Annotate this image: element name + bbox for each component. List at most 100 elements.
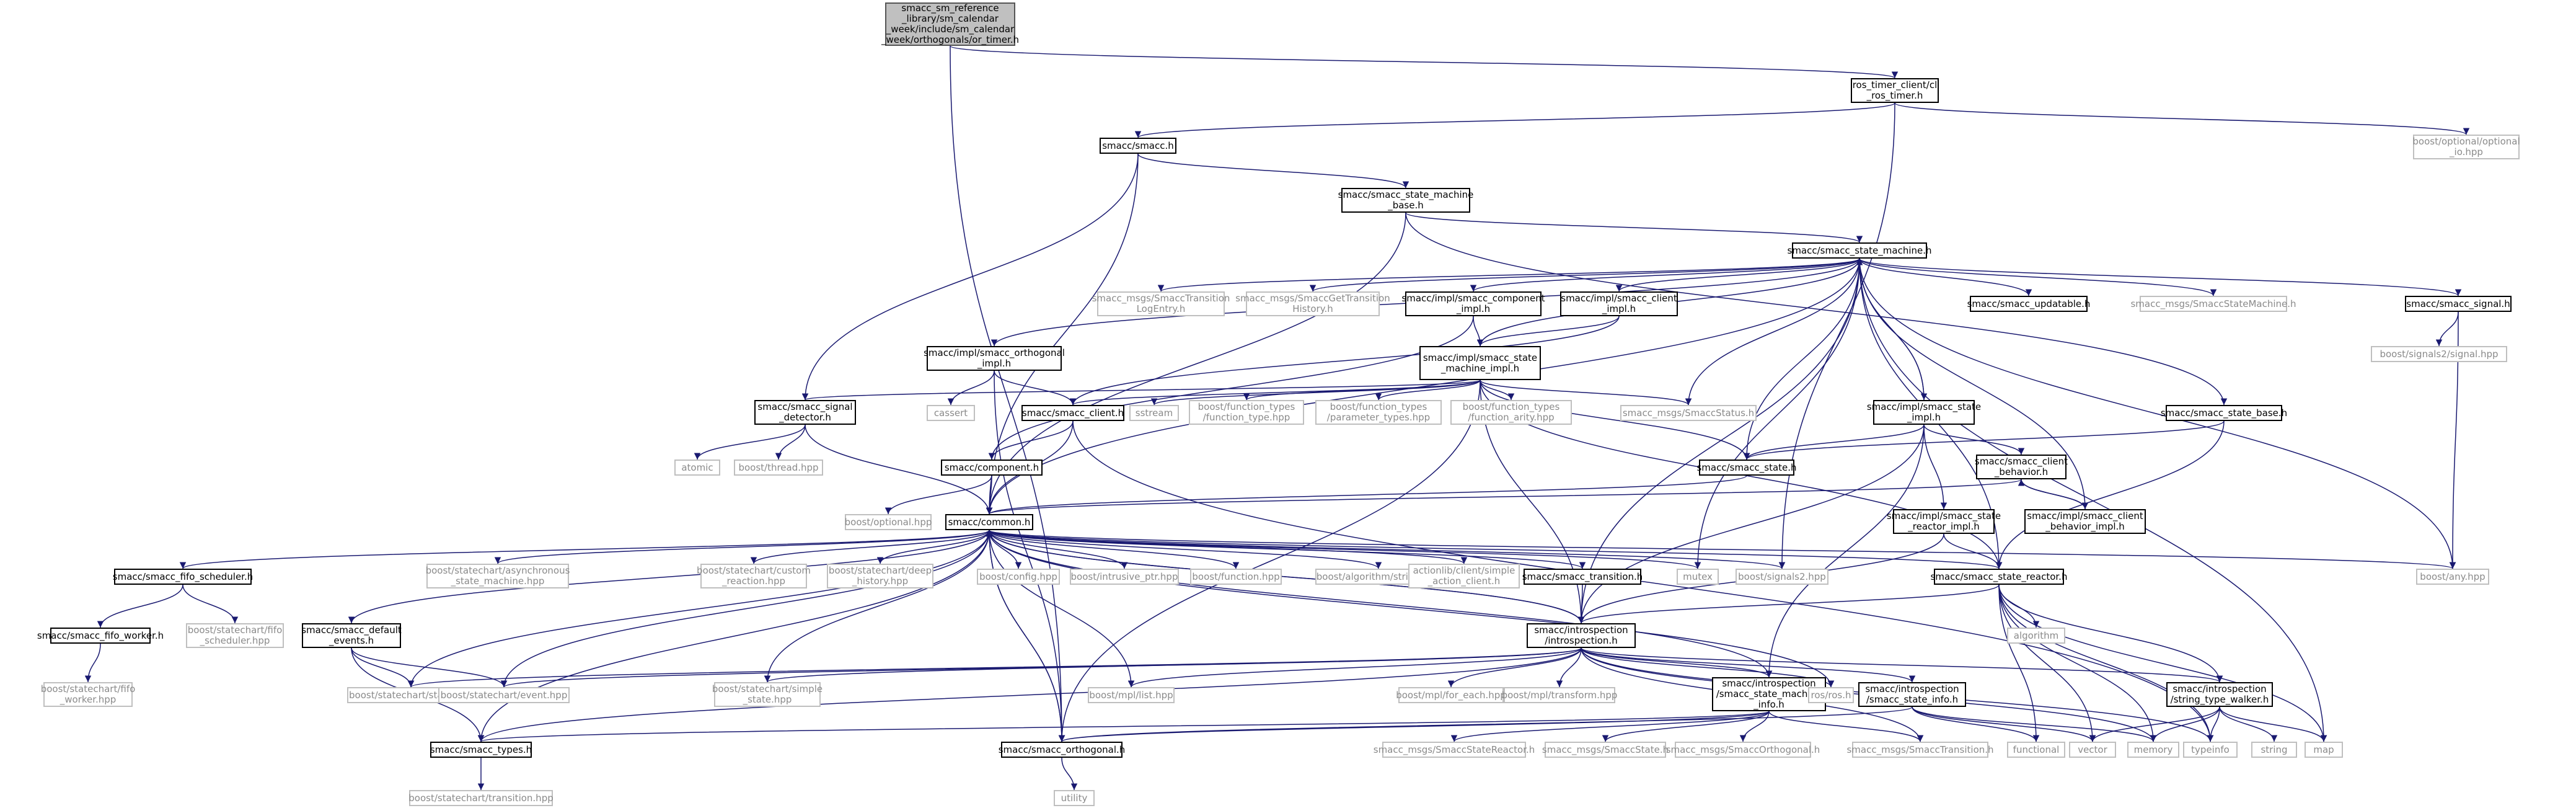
node-ros-timer-client[interactable]: ros_timer_client/cl _ros_timer.h [1851,78,1939,103]
node-client-h[interactable]: smacc/smacc_client.h [1021,405,1124,421]
node-get-transition-history[interactable]: smacc_msgs/SmaccGetTransition History.h [1235,291,1390,316]
node-map[interactable]: map [2305,742,2343,758]
edge-state_impl-to-client_behavior [1923,424,2025,455]
node-mpl-for-each[interactable]: boost/mpl/for_each.hpp [1396,687,1506,703]
edge-state_reactor-to-map [1998,584,2327,742]
node-orthogonal-impl[interactable]: smacc/impl/smacc_orthogonal _impl.h [924,346,1065,371]
node-algorithm[interactable]: algorithm [2007,628,2065,644]
edge-type_walker-to-string [2219,706,2278,742]
node-boost-signals2[interactable]: boost/signals2.hpp [1736,569,1828,585]
node-mutex[interactable]: mutex [1677,569,1719,585]
node-statechart-event[interactable]: boost/statechart/event.hpp [438,687,570,703]
node-mpl-list[interactable]: boost/mpl/list.hpp [1088,687,1175,703]
node-simple-action-client[interactable]: actionlib/client/simple _action_client.h [1408,564,1520,588]
edge-client_impl-to-client_h [1069,316,1620,406]
node-component-impl[interactable]: smacc/impl/smacc_component _impl.h [1401,291,1545,316]
node-function-arity[interactable]: boost/function_types /function_arity.hpp [1450,400,1572,425]
node-fifo-worker[interactable]: smacc/smacc_fifo_worker.h [37,628,164,644]
node-msg-status[interactable]: smacc_msgs/SmaccStatus.h [1620,405,1757,421]
node-fifo-scheduler[interactable]: smacc/smacc_fifo_scheduler.h [113,569,253,585]
node-intrusive-ptr[interactable]: boost/intrusive_ptr.hpp [1070,569,1179,585]
node-functional[interactable]: functional [2007,742,2065,758]
edge-common-to-fifo_scheduler [180,530,990,569]
node-cassert[interactable]: cassert [927,405,975,421]
edge-common-to-mpl_list [989,530,1135,688]
node-state-info[interactable]: smacc/introspection /smacc_state_info.h [1858,682,1966,707]
node-msg-state[interactable]: smacc_msgs/SmaccState.h [1542,742,1669,758]
node-mpl-transform[interactable]: boost/mpl/transform.hpp [1502,687,1617,703]
node-state-reactor-impl[interactable]: smacc/impl/smacc_state _reactor_impl.h [1887,509,2001,534]
node-sstream[interactable]: sstream [1129,405,1179,421]
node-optional-io[interactable]: boost/optional/optional _io.hpp [2412,135,2520,159]
node-state-base[interactable]: smacc/smacc_state_base.h [2161,405,2287,421]
node-string-type-walker[interactable]: smacc/introspection /string_type_walker.… [2166,682,2273,707]
node-string[interactable]: string [2251,742,2297,758]
edge-state_machine-to-updatable [1859,258,2032,296]
node-utility[interactable]: utility [1054,790,1095,806]
node-msg-orthogonal[interactable]: smacc_msgs/SmaccOrthogonal.h [1666,742,1820,758]
node-root-or-timer[interactable]: smacc_sm_reference _library/sm_calendar … [881,2,1020,46]
edge-introspection-to-mpl_for_each [1447,647,1582,688]
edge-state_base-to-state_h [1744,420,2225,460]
node-state-machine[interactable]: smacc/smacc_state_machine.h [1788,242,1932,259]
edge-signal_detector-to-atomic [694,424,806,460]
node-transition-log-entry[interactable]: smacc_msgs/SmaccTransition LogEntry.h [1092,291,1230,316]
node-deep-history[interactable]: boost/statechart/deep _history.hpp [827,564,933,588]
edge-state_machine-to-mutex [1694,258,1860,569]
edge-type_walker-to-vector [2089,706,2220,742]
node-default-events[interactable]: smacc/smacc_default _events.h [301,623,402,648]
node-state-machine-info[interactable]: smacc/introspection /smacc_state_machine… [1712,677,1826,711]
node-transition-h[interactable]: smacc/smacc_transition.h [1522,569,1643,585]
node-signals2-signal[interactable]: boost/signals2/signal.hpp [2371,346,2507,362]
node-msg-state-machine[interactable]: smacc_msgs/SmaccStateMachine.h [2130,296,2296,312]
node-boost-optional[interactable]: boost/optional.hpp [845,514,932,530]
node-fifo-worker-hpp[interactable]: boost/statechart/fifo _worker.hpp [41,682,135,707]
node-function-type[interactable]: boost/function_types /function_type.hpp [1189,400,1304,425]
node-smacc-orthogonal[interactable]: smacc/smacc_orthogonal.h [999,742,1125,758]
node-updatable[interactable]: smacc/smacc_updatable.h [1967,296,2090,312]
node-typeinfo[interactable]: typeinfo [2183,742,2238,758]
node-client-behavior-impl[interactable]: smacc/impl/smacc_client _behavior_impl.h [2024,509,2146,534]
node-boost-function[interactable]: boost/function.hpp [1190,569,1282,585]
node-state-impl[interactable]: smacc/impl/smacc_state _impl.h [1867,400,1981,425]
node-custom-reaction[interactable]: boost/statechart/custom _reaction.hpp [697,564,811,588]
node-common-h[interactable]: smacc/common.h [945,514,1033,530]
node-statechart-transition[interactable]: boost/statechart/transition.hpp [408,790,554,806]
node-state-machine-impl[interactable]: smacc/impl/smacc_state _machine_impl.h [1419,346,1541,380]
edge-sm_impl-to-signal_detector [802,380,1481,401]
node-boost-thread[interactable]: boost/thread.hpp [734,459,823,476]
node-signal-h[interactable]: smacc/smacc_signal.h [2405,296,2512,312]
node-vector[interactable]: vector [2069,742,2116,758]
node-fifo-scheduler-hpp[interactable]: boost/statechart/fifo _scheduler.hpp [186,623,284,648]
node-state-reactor[interactable]: smacc/smacc_state_reactor.h [1931,569,2067,585]
node-ros[interactable]: ros/ros.h [1808,687,1854,703]
edge-client_h-to-typeinfo [1072,420,2214,742]
node-atomic[interactable]: atomic [674,459,720,476]
node-statechart-simple-state[interactable]: boost/statechart/simple _state.hpp [712,682,823,707]
node-parameter-types[interactable]: boost/function_types /parameter_types.hp… [1315,400,1442,425]
node-state-machine-base[interactable]: smacc/smacc_state_machine _base.h [1338,188,1473,213]
node-msg-transition[interactable]: smacc_msgs/SmaccTransition.h [1846,742,1994,758]
edge-type_walker-to-typeinfo [2207,706,2220,742]
node-client-behavior[interactable]: smacc/smacc_client _behavior.h [1975,455,2068,479]
node-asynchronous-state-machine[interactable]: boost/statechart/asynchronous _state_mac… [426,564,570,588]
node-smacc-h[interactable]: smacc/smacc.h [1100,138,1176,154]
edge-signal_detector-to-common [805,424,993,515]
edge-cb_impl-to-state_machine [1856,258,2086,510]
node-component-h[interactable]: smacc/component.h [941,459,1043,476]
edge-introspection-to-common [986,530,1582,624]
node-boost-config[interactable]: boost/config.hpp [977,569,1060,585]
node-msg-state-reactor[interactable]: smacc_msgs/SmaccStateReactor.h [1374,742,1535,758]
node-smacc-types[interactable]: smacc/smacc_types.h [430,742,532,758]
node-client-impl[interactable]: smacc/impl/smacc_client _impl.h [1560,291,1678,316]
edge-root-to-orthogonal_h [950,45,1065,742]
edge-component_h-to-boost_optional [884,475,992,515]
node-state-h[interactable]: smacc/smacc_state.h [1696,459,1797,476]
edge-state_machine-to-any [1859,258,2456,569]
node-boost-any[interactable]: boost/any.hpp [2416,569,2489,585]
node-introspection[interactable]: smacc/introspection /introspection.h [1527,623,1636,648]
edge-orthogonal_impl-to-client_h [994,370,1077,406]
node-signal-detector[interactable]: smacc/smacc_signal _detector.h [754,400,856,425]
node-memory[interactable]: memory [2127,742,2179,758]
